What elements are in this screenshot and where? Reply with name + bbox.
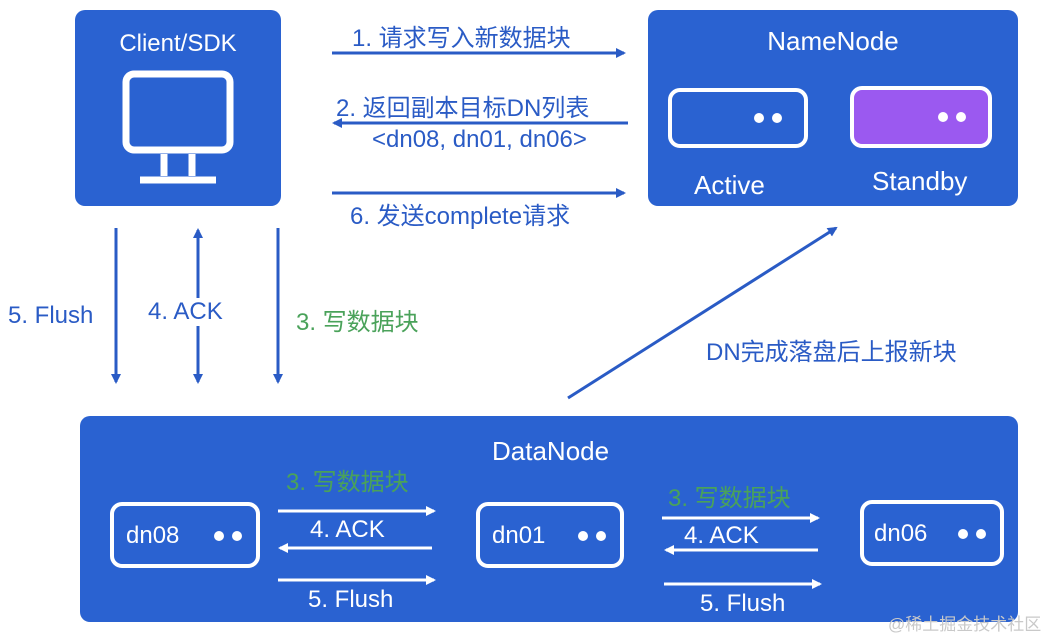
- monitor-icon: [122, 70, 234, 184]
- namenode-box: NameNode Active Standby: [648, 10, 1018, 206]
- ack-label-client: 4. ACK: [146, 298, 225, 326]
- dn01-label: dn01: [492, 522, 546, 549]
- write-block-label-client: 3. 写数据块: [296, 309, 419, 336]
- send-complete-label: 6. 发送complete请求: [350, 203, 571, 230]
- dn06-label: dn06: [874, 520, 928, 547]
- flush-label-1: 5. Flush: [308, 586, 394, 613]
- report-label: DN完成落盘后上报新块: [706, 339, 957, 366]
- arrow-report: [567, 226, 838, 400]
- dn08-node: dn08: [110, 502, 260, 568]
- client-sdk-box: Client/SDK: [75, 10, 281, 206]
- dots-icon: [206, 528, 242, 546]
- watermark: @稀土掘金技术社区: [888, 615, 1042, 634]
- ack-label-2: 4. ACK: [684, 522, 759, 549]
- request-write-label: 1. 请求写入新数据块: [352, 25, 571, 52]
- standby-node: [850, 86, 992, 148]
- dots-icon: [950, 526, 986, 544]
- ack-label-1: 4. ACK: [310, 516, 385, 543]
- active-label: Active: [694, 170, 765, 200]
- dn-list-label: <dn08, dn01, dn06>: [372, 126, 587, 153]
- active-node: [668, 88, 808, 148]
- write-block-label-1: 3. 写数据块: [286, 469, 409, 496]
- dots-icon: [746, 110, 782, 128]
- standby-label: Standby: [872, 166, 968, 196]
- namenode-title: NameNode: [767, 26, 899, 56]
- datanode-box: DataNode dn08 dn01 dn06 3. 写数据块 4. ACK 5…: [80, 416, 1018, 622]
- datanode-title: DataNode: [492, 436, 610, 466]
- dn06-node: dn06: [860, 500, 1004, 566]
- dn08-label: dn08: [126, 522, 180, 549]
- return-list-label: 2. 返回副本目标DN列表: [336, 95, 590, 122]
- flush-label-2: 5. Flush: [700, 590, 786, 617]
- flush-label-client: 5. Flush: [8, 302, 94, 329]
- dots-icon: [930, 109, 966, 127]
- dots-icon: [570, 528, 606, 546]
- write-block-label-2: 3. 写数据块: [668, 485, 791, 512]
- dn01-node: dn01: [476, 502, 624, 568]
- client-sdk-title: Client/SDK: [119, 30, 237, 57]
